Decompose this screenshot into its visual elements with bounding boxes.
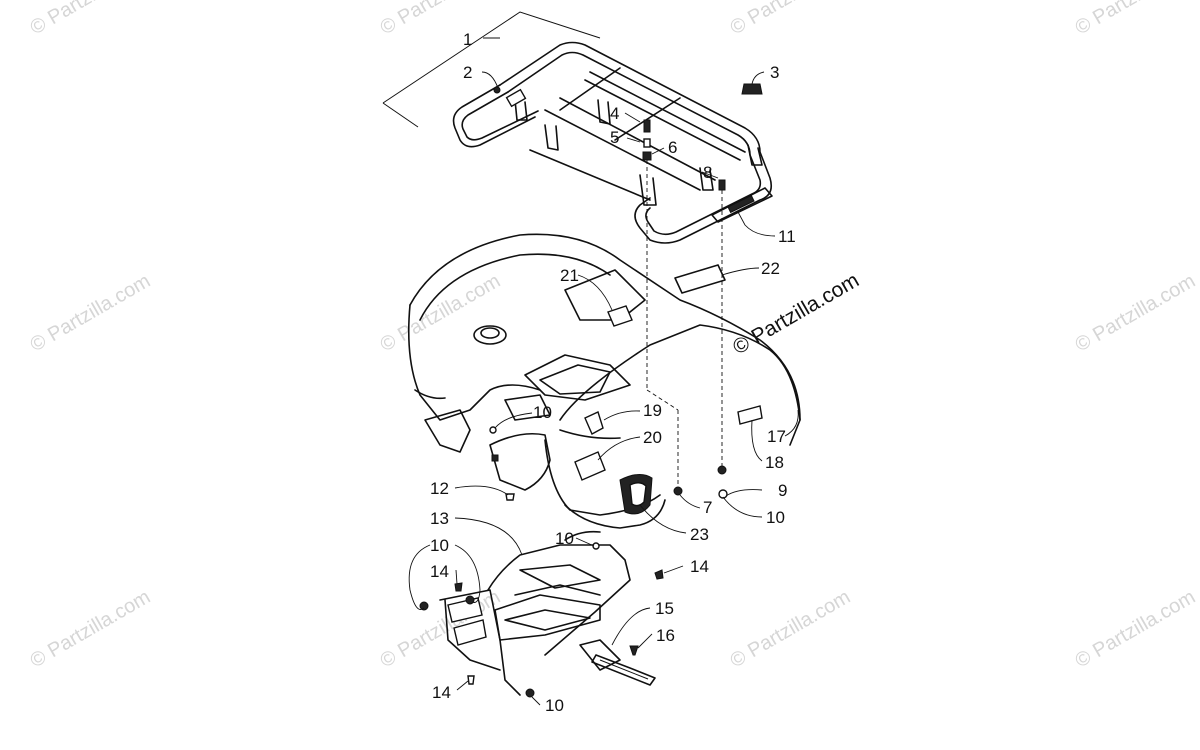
callout-2: 2 <box>463 63 472 82</box>
watermark: © Partzilla.com <box>27 270 155 356</box>
callout-9: 9 <box>778 481 787 500</box>
callout-21: 21 <box>560 266 579 285</box>
callout-14: 14 <box>430 562 449 581</box>
callout-12: 12 <box>430 479 449 498</box>
rear-rack <box>382 11 773 485</box>
callout-17: 17 <box>767 427 786 446</box>
callout-10: 10 <box>766 508 785 527</box>
watermark-layer: © Partzilla.com © Partzilla.com © Partzi… <box>27 0 1200 672</box>
watermark: © Partzilla.com <box>1072 586 1200 672</box>
callout-6: 6 <box>668 138 677 157</box>
callout-4: 4 <box>610 104 619 123</box>
watermark: © Partzilla.com <box>727 586 855 672</box>
callout-13: 13 <box>430 509 449 528</box>
leader-lines <box>408 37 799 706</box>
callout-3: 3 <box>770 63 779 82</box>
callout-10: 10 <box>555 529 574 548</box>
callout-8: 8 <box>703 163 712 182</box>
callout-15: 15 <box>655 599 674 618</box>
watermark: © Partzilla.com <box>1072 0 1200 39</box>
callout-5: 5 <box>610 128 619 147</box>
watermark: © Partzilla.com <box>377 0 505 39</box>
watermark: © Partzilla.com <box>1072 270 1200 356</box>
watermark-main: © Partzilla.com <box>729 269 863 360</box>
callout-10: 10 <box>545 696 564 715</box>
callout-19: 19 <box>643 401 662 420</box>
callout-14: 14 <box>690 557 709 576</box>
callout-1: 1 <box>463 30 472 49</box>
callout-11: 11 <box>778 227 796 246</box>
footwell <box>419 530 664 698</box>
watermark: © Partzilla.com <box>27 586 155 672</box>
rear-body <box>407 233 801 529</box>
callout-20: 20 <box>643 428 662 447</box>
callout-7: 7 <box>703 498 712 517</box>
callout-16: 16 <box>656 626 675 645</box>
callout-18: 18 <box>765 453 784 472</box>
callout-23: 23 <box>690 525 709 544</box>
callout-22: 22 <box>761 259 780 278</box>
callout-14: 14 <box>432 683 451 702</box>
callout-10: 10 <box>430 536 449 555</box>
decal-22 <box>674 264 726 294</box>
callouts: 1 2 3 4 5 6 8 11 22 21 10 19 20 17 18 9 … <box>430 30 796 715</box>
watermark: © Partzilla.com <box>727 0 855 39</box>
watermark: © Partzilla.com <box>27 0 155 39</box>
callout-10: 10 <box>533 403 552 422</box>
